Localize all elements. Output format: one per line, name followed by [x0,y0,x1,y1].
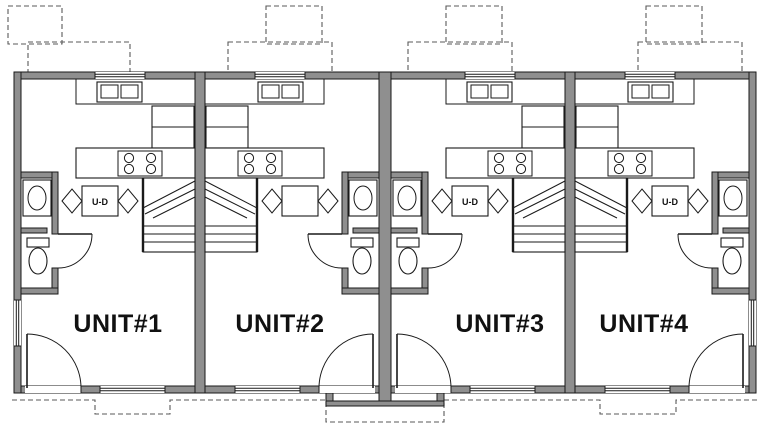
unit-1-washer-dryer-label: U-D [92,197,108,207]
party-wall-1-2 [194,71,206,394]
unit-4-washer-dryer-label: U-D [662,197,678,207]
deck-outline-2 [227,5,333,73]
porch-outline [12,399,758,423]
party-wall-2-3 [378,71,392,405]
party-wall-3-4 [564,71,576,394]
unit-3-washer-dryer-label: U-D [462,197,478,207]
unit-2-label: UNIT#2 [235,310,324,338]
unit-4-label: UNIT#4 [599,310,688,338]
right-wall-window-icon [749,299,756,347]
deck-outline-4 [637,5,743,73]
unit-3-label: UNIT#3 [455,310,544,338]
deck-outline-3 [407,5,513,73]
unit-1-label: UNIT#1 [73,310,162,338]
deck-outline-1 [7,5,131,73]
left-wall-window-icon [14,299,21,347]
party-walls [194,71,576,405]
